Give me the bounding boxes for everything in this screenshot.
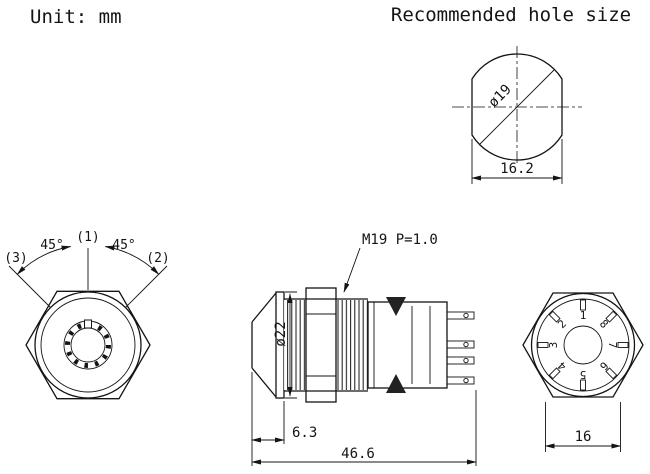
side-contact-clip-top xyxy=(386,297,406,316)
side-barrel-outline xyxy=(284,298,368,392)
side-button-cap xyxy=(251,292,277,398)
head-length-dim: 6.3 xyxy=(292,425,317,441)
pin-number-label: 6 xyxy=(597,359,611,373)
side-nut-facet-lines xyxy=(306,313,336,377)
front-angle-right-label: 45° xyxy=(112,238,135,253)
pin-contact xyxy=(580,379,586,391)
back-step-circle xyxy=(536,298,630,392)
hole-width-dim: 16.2 xyxy=(500,161,534,177)
pin-number-label: 8 xyxy=(597,317,611,331)
terminal-pin xyxy=(446,356,475,365)
pin-contact xyxy=(548,310,561,323)
front-pos3-label: (3) xyxy=(4,251,27,266)
side-extension-lines xyxy=(251,372,477,466)
front-leader-pos3 xyxy=(8,265,51,308)
terminal-pin xyxy=(446,376,475,385)
side-housing xyxy=(367,301,448,389)
front-leader-pos2 xyxy=(125,265,168,308)
pin-number-label: 3 xyxy=(547,342,560,349)
side-view: M19 P=1.0 ø22 6.3 46.6 xyxy=(251,232,477,466)
terminal-pin xyxy=(446,311,475,320)
front-angle-arc-left xyxy=(16,245,72,275)
thread-spec-label: M19 P=1.0 xyxy=(362,232,438,248)
back-pin-contacts xyxy=(537,299,629,391)
unit-label: Unit: mm xyxy=(30,6,122,28)
front-angle-arc-right xyxy=(104,245,160,275)
pin-contact xyxy=(617,342,629,348)
front-keyway-notch xyxy=(84,319,92,329)
pin-contact xyxy=(605,367,618,380)
pin-number-label: 7 xyxy=(606,342,619,349)
pin-number-label: 5 xyxy=(580,368,587,381)
terminal-pin-hole xyxy=(463,357,469,364)
back-pin-numbers: 1 2 3 4 5 6 7 8 xyxy=(547,309,619,381)
side-housing-internal-lines xyxy=(373,302,431,388)
back-body-circle xyxy=(530,292,636,398)
back-view: 1 2 3 4 5 6 7 8 16 xyxy=(522,292,644,452)
pin-contact xyxy=(580,299,586,311)
terminal-pin-hole xyxy=(463,312,469,319)
terminal-pin-hole xyxy=(463,341,469,348)
front-button-inner-circle xyxy=(70,327,106,363)
side-terminal-pins xyxy=(446,311,475,385)
front-hex-bezel xyxy=(25,290,151,400)
hole-diameter-label: ø19 xyxy=(486,82,515,111)
total-length-dim: 46.6 xyxy=(341,446,375,462)
thread-leader-line xyxy=(343,247,361,293)
front-led-segment-ring xyxy=(65,322,111,368)
front-bezel-circle xyxy=(34,291,142,399)
hole-view: ø19 16.2 xyxy=(452,46,582,184)
side-hex-nut xyxy=(305,287,337,403)
pin-number-label: 4 xyxy=(555,359,569,373)
pin-number-label: 1 xyxy=(580,309,587,322)
front-pos2-label: (2) xyxy=(146,251,169,266)
front-pos1-label: (1) xyxy=(76,230,99,245)
pin-contact xyxy=(548,367,561,380)
hole-diameter-line xyxy=(479,69,555,145)
hole-outline xyxy=(471,53,563,161)
back-center-boss-circle xyxy=(563,325,603,365)
pin-contact xyxy=(537,342,549,348)
front-view: (1) (2) (3) 45° 45° xyxy=(4,230,170,400)
terminal-pin xyxy=(446,340,475,349)
flange-diameter-label: ø22 xyxy=(273,321,289,346)
back-hex-body xyxy=(522,292,644,398)
pin-contact xyxy=(605,310,618,323)
front-bezel-step-circle xyxy=(40,297,136,393)
hole-size-title: Recommended hole size xyxy=(391,4,631,26)
terminal-pin-hole xyxy=(463,377,469,384)
back-width-dim: 16 xyxy=(575,429,592,445)
flange-dia-extension-lines xyxy=(285,291,297,399)
side-contact-clip-bottom xyxy=(386,374,406,393)
side-thread-hatch-rear xyxy=(336,300,368,390)
pin-number-label: 2 xyxy=(555,317,569,331)
front-angle-left-label: 45° xyxy=(40,238,63,253)
